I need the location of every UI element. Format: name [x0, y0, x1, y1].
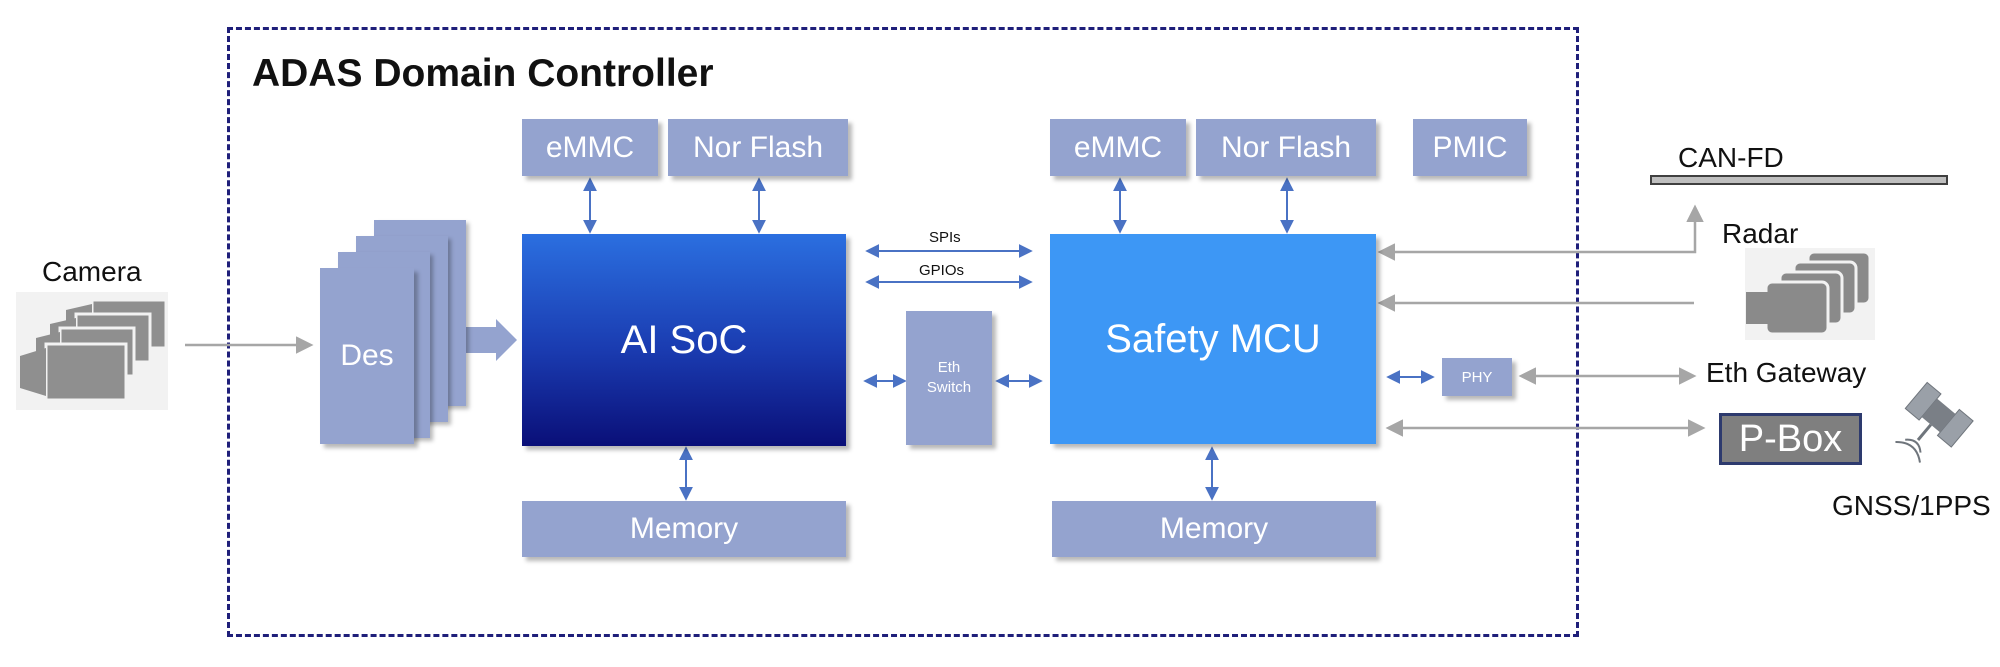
gpios-label: GPIOs	[919, 262, 965, 279]
camera-stack-icon	[16, 292, 168, 410]
phy-box: PHY	[1442, 358, 1512, 396]
ai-soc-box: AI SoC	[522, 234, 846, 446]
eth-switch-label-line2: Switch	[926, 379, 972, 396]
controller-boundary	[227, 27, 1579, 637]
eth-switch-label-line1: Eth	[937, 359, 961, 376]
gnss-label: GNSS/1PPS	[1832, 490, 1991, 521]
can-fd-label: CAN-FD	[1678, 142, 1784, 173]
can-fd-bus	[1650, 175, 1948, 185]
camera-label: Camera	[42, 256, 142, 287]
arrow-canfd-mcu	[1377, 204, 1704, 261]
diagram-title: ADAS Domain Controller	[252, 52, 714, 95]
radar-stack-icon	[1745, 248, 1875, 340]
ai-soc-nor-flash: Nor Flash	[668, 119, 848, 176]
ai-soc-memory: Memory	[522, 501, 846, 557]
satellite-icon	[1895, 381, 1974, 463]
eth-switch-box: Eth Switch	[906, 311, 992, 445]
pmic-box: PMIC	[1413, 119, 1527, 176]
mcu-emmc: eMMC	[1050, 119, 1186, 176]
ai-soc-emmc: eMMC	[522, 119, 658, 176]
radar-label: Radar	[1722, 218, 1799, 249]
mcu-memory: Memory	[1052, 501, 1376, 557]
spis-label: SPIs	[929, 229, 961, 246]
mcu-nor-flash: Nor Flash	[1196, 119, 1376, 176]
safety-mcu-box: Safety MCU	[1050, 234, 1376, 444]
p-box: P-Box	[1719, 413, 1862, 465]
des-box: Des	[320, 268, 414, 444]
eth-gateway-label: Eth Gateway	[1706, 357, 1867, 388]
